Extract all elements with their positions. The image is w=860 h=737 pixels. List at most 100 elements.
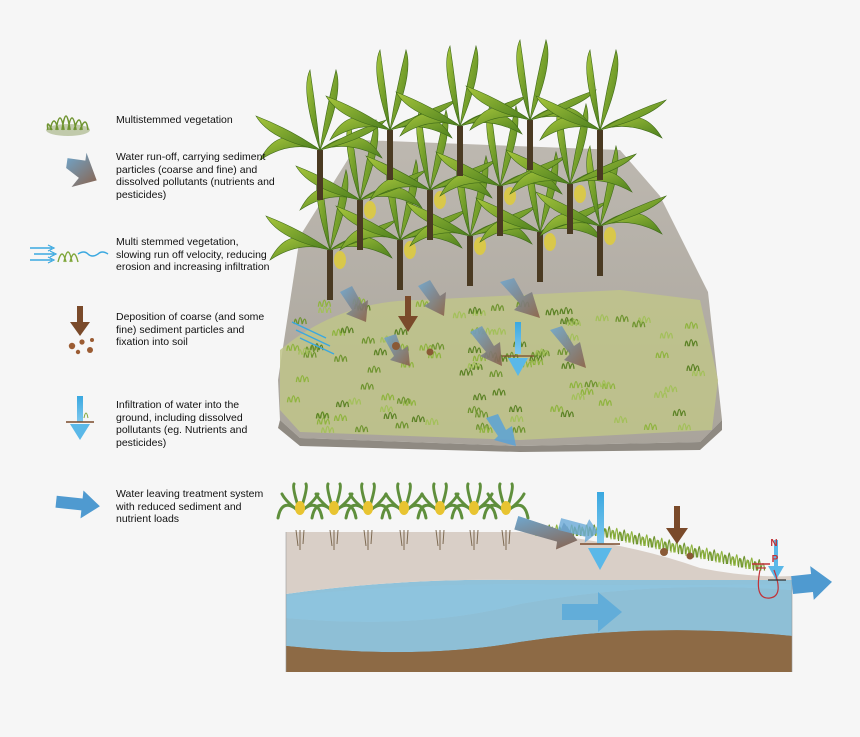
banana-plant bbox=[535, 144, 667, 276]
runoff-arrow bbox=[514, 515, 578, 550]
runoff-arrow bbox=[500, 278, 540, 318]
grass-tuft bbox=[512, 425, 526, 433]
grass-tuft bbox=[580, 387, 594, 395]
legend-label-outflow: Water leaving treatment system with redu… bbox=[116, 488, 264, 525]
grass-tuft bbox=[567, 318, 581, 327]
infiltration-arrow-icon bbox=[66, 396, 94, 440]
grass-tuft bbox=[508, 404, 523, 413]
legend-label-deposition: Deposition of coarse (and some fine) sed… bbox=[116, 311, 265, 348]
grass-tuft bbox=[361, 336, 375, 344]
grass-tuft bbox=[614, 415, 628, 424]
banana-plant bbox=[535, 48, 667, 180]
groundwater-band bbox=[286, 584, 792, 653]
runoff-arrow bbox=[557, 518, 598, 543]
grass-tuft bbox=[492, 388, 506, 396]
pineapple-plant bbox=[310, 482, 358, 550]
legend-label-multistemmed: Multistemmed vegetation bbox=[116, 114, 233, 126]
grass-tuft bbox=[684, 321, 699, 329]
grass-tuft bbox=[396, 396, 411, 404]
grass-tuft bbox=[395, 421, 409, 429]
grass-tuft bbox=[340, 325, 354, 334]
grass-tuft-icon bbox=[46, 115, 90, 136]
grass-tuft bbox=[379, 404, 394, 413]
grass-tuft bbox=[550, 404, 564, 412]
xs-infiltration-arrow bbox=[580, 492, 620, 570]
pineapple-plant bbox=[416, 482, 464, 550]
grass-tuft bbox=[316, 417, 331, 425]
grass-tuft bbox=[367, 365, 381, 373]
pineapple-plant bbox=[380, 482, 428, 550]
grass-tuft bbox=[347, 397, 362, 405]
runoff-arrow-icon bbox=[66, 152, 97, 187]
grass-tuft bbox=[411, 414, 425, 423]
grass-tuft bbox=[655, 350, 669, 359]
grass-tuft bbox=[545, 308, 559, 316]
grass-tuft bbox=[571, 392, 585, 400]
grass-tuft bbox=[467, 345, 482, 354]
grass-tuft bbox=[632, 320, 646, 328]
grass-tuft bbox=[569, 380, 583, 389]
grass-tuft bbox=[686, 363, 700, 372]
pineapple-plant bbox=[276, 482, 324, 550]
grass-tuft bbox=[643, 422, 658, 431]
grass-tuft bbox=[615, 314, 629, 322]
grass-tuft bbox=[560, 409, 574, 418]
grass-tuft bbox=[467, 405, 481, 414]
grass-tuft bbox=[333, 413, 348, 422]
grass-tuft bbox=[373, 348, 388, 356]
groundwater-flow-arrow bbox=[562, 592, 622, 632]
grass-tuft bbox=[472, 392, 487, 401]
banana-plant bbox=[465, 38, 597, 170]
deposition-arrow-icon bbox=[68, 306, 94, 355]
legend-label-infiltration: Infiltration of water into the ground, i… bbox=[116, 399, 248, 449]
legend-label-slowed-flow: Multi stemmed vegetation, slowing run of… bbox=[116, 236, 270, 273]
slowed-flow-lines bbox=[291, 321, 335, 355]
grass-tuft bbox=[381, 393, 395, 401]
grass-tuft bbox=[535, 348, 549, 356]
pineapple-plants bbox=[276, 482, 530, 550]
grass-tuft bbox=[394, 327, 408, 335]
grass-tuft bbox=[561, 361, 575, 369]
plot-infiltration-arrow bbox=[502, 322, 534, 376]
grass-tuft bbox=[320, 425, 335, 433]
grass-tuft bbox=[559, 306, 573, 315]
grass-tuft bbox=[490, 303, 505, 311]
grass-tuft bbox=[452, 311, 467, 319]
xs-deposition-arrow bbox=[660, 506, 694, 560]
grass-tuft bbox=[659, 331, 674, 339]
grass-tuft bbox=[677, 422, 692, 431]
grass-tuft bbox=[597, 380, 611, 388]
nutrient-label-n: N bbox=[770, 538, 777, 549]
grass-tuft bbox=[317, 299, 332, 307]
grass-tufts bbox=[286, 296, 706, 433]
pineapple-plant bbox=[450, 482, 498, 550]
pineapple-plant bbox=[482, 482, 530, 550]
grass-tuft bbox=[598, 398, 612, 406]
outflow-arrow-icon bbox=[55, 490, 100, 519]
plot-runoff-arrows bbox=[291, 278, 586, 446]
cross-section bbox=[276, 482, 832, 672]
grass-tuft bbox=[286, 343, 300, 351]
nutrient-label-p: P bbox=[772, 554, 779, 565]
grass-tuft bbox=[459, 368, 473, 376]
legend-label-runoff: Water run-off, carrying sediment particl… bbox=[116, 151, 275, 201]
grass-tuft bbox=[474, 410, 489, 418]
grass-tuft bbox=[383, 411, 397, 420]
grass-tuft bbox=[489, 369, 503, 378]
grass-tuft bbox=[653, 390, 668, 398]
runoff-arrow bbox=[486, 414, 516, 446]
grass-tuft bbox=[318, 305, 332, 314]
slowed-flow-icon bbox=[30, 244, 109, 264]
grass-tuft bbox=[510, 414, 524, 422]
legend bbox=[30, 115, 109, 519]
grass-tuft bbox=[664, 384, 678, 393]
grass-tuft bbox=[295, 374, 310, 383]
outflow-arrow bbox=[791, 566, 832, 600]
grass-tuft bbox=[354, 424, 369, 433]
pineapple-plant bbox=[344, 482, 392, 550]
grass-tuft bbox=[479, 425, 493, 433]
grass-tuft bbox=[684, 339, 698, 347]
banana-plants bbox=[255, 38, 667, 300]
grass-tuft bbox=[425, 417, 439, 426]
